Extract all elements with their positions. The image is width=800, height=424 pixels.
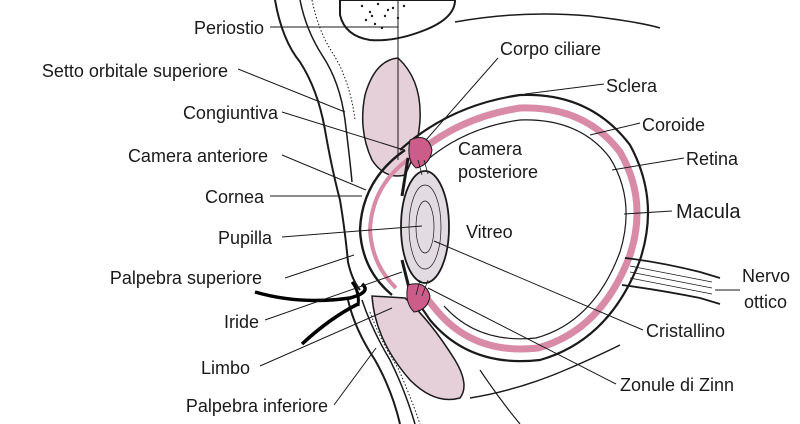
- label-pupilla: Pupilla: [218, 228, 273, 248]
- optic-nerve-fiber: [629, 265, 713, 283]
- upper-lid-inner: [299, 0, 353, 183]
- ciliary-body-upper: [408, 137, 433, 169]
- lower-eyelash-2: [350, 281, 360, 307]
- optic-nerve-fiber: [629, 277, 713, 295]
- lower-orbit-line: [469, 344, 621, 399]
- lens-ring: [415, 200, 435, 254]
- label-macula: Macula: [676, 201, 741, 223]
- iris-upper: [400, 157, 410, 197]
- sclera-outline: [399, 93, 650, 363]
- label-vitreo: Vitreo: [466, 222, 513, 242]
- label-setto-orbitale-superiore: Setto orbitale superiore: [42, 61, 228, 81]
- cornea-outer: [358, 149, 406, 296]
- label-retina: Retina: [686, 149, 739, 169]
- choroid-layer: [407, 104, 641, 353]
- bone-texture: [360, 2, 406, 30]
- label-camera-anteriore: Camera anteriore: [128, 146, 268, 166]
- leader-lines-left: [237, 26, 423, 406]
- label-zonule-di-zinn: Zonule di Zinn: [620, 375, 734, 395]
- label-cornea: Cornea: [205, 187, 265, 207]
- label-nervo: Nervo: [742, 266, 790, 286]
- label-coroide: Coroide: [642, 115, 705, 135]
- label-periostio: Periostio: [194, 18, 264, 38]
- optic-nerve-top: [624, 257, 721, 279]
- leader-lines-right: [425, 57, 740, 385]
- label-sclera: Sclera: [606, 76, 658, 96]
- lower-lid-glands: [369, 311, 421, 424]
- label-palpebra-inferiore: Palpebra inferiore: [186, 396, 328, 416]
- label-posteriore: posteriore: [458, 162, 538, 182]
- ciliary-body-lower: [406, 283, 431, 313]
- label-congiuntiva: Congiuntiva: [183, 103, 279, 123]
- lower-lid-skin: [347, 299, 401, 424]
- upper-lid-skin: [274, 0, 361, 291]
- label-cristallino: Cristallino: [646, 321, 725, 341]
- lower-orbital-tissue: [371, 295, 465, 401]
- retina-layer: [417, 119, 627, 340]
- label-camera: Camera: [458, 139, 523, 159]
- label-corpo-ciliare: Corpo ciliare: [500, 39, 601, 59]
- upper-orbital-tissue: [361, 57, 421, 177]
- lower-eyelash: [300, 302, 359, 346]
- optic-nerve-bottom: [621, 284, 721, 305]
- upper-lid-glands: [311, 0, 356, 121]
- optic-nerve-fiber: [629, 271, 713, 289]
- upper-eyelash: [254, 282, 367, 303]
- zonule-fibers: [415, 159, 429, 297]
- lower-orbit-line-2: [479, 369, 521, 424]
- label-ottico: ottico: [744, 292, 787, 312]
- orbital-wall-line: [454, 13, 661, 29]
- label-limbo: Limbo: [201, 358, 250, 378]
- label-iride: Iride: [224, 312, 259, 332]
- label-palpebra-superiore: Palpebra superiore: [110, 268, 262, 288]
